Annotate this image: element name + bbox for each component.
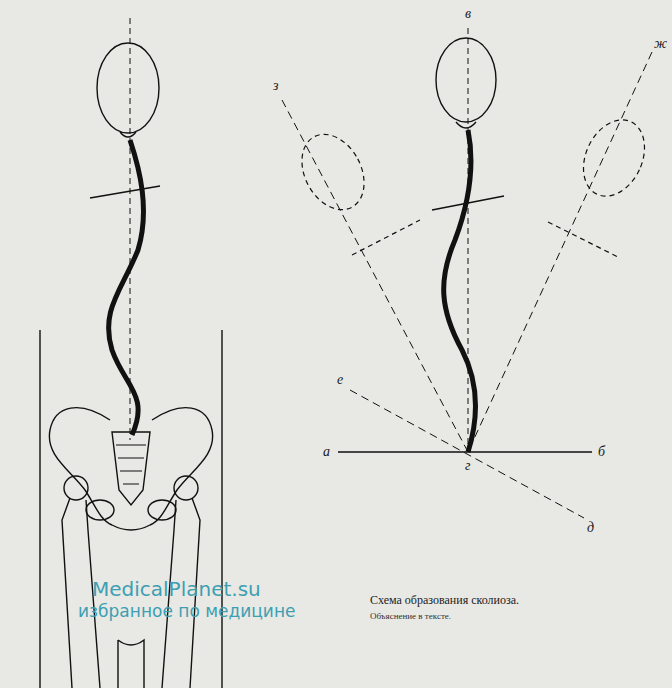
body-outline [221, 330, 222, 688]
displaced-head [289, 124, 376, 221]
obturator [86, 500, 114, 520]
point-letter: е [336, 372, 344, 387]
shoulder-tick [548, 222, 620, 258]
figure-caption: Схема образования сколиоза. [370, 594, 519, 607]
displaced-head [572, 110, 657, 206]
body-outline [118, 640, 144, 688]
spine-curve [109, 140, 144, 435]
shoulder-tick [90, 186, 160, 198]
iliac-wing [49, 408, 112, 525]
neck [120, 132, 136, 137]
point-letter: г [464, 458, 471, 473]
point-letter: д [586, 520, 595, 535]
body-outline [39, 330, 40, 688]
obturator [148, 500, 176, 520]
sacrum-segments [116, 445, 146, 484]
pubis [112, 525, 150, 530]
head-outline [436, 38, 496, 122]
axis-line [350, 390, 584, 518]
iliac-wing [150, 408, 213, 525]
point-letter: ж [653, 36, 668, 51]
point-letter: з [272, 78, 279, 93]
axis-line [130, 18, 131, 440]
neck [456, 122, 476, 128]
femoral-head [64, 476, 88, 500]
caption-note: Объяснение в тексте. [370, 612, 451, 622]
point-letter: б [597, 444, 606, 459]
axis-line [282, 100, 468, 452]
head-outline [97, 43, 159, 133]
axis-line [468, 28, 469, 452]
femoral-head [174, 476, 198, 500]
sacrum [112, 432, 150, 505]
spine-curve [444, 130, 476, 452]
shoulder-tick [352, 220, 420, 255]
watermark: MedicalPlanet.su [92, 578, 261, 600]
point-letter: а [322, 444, 331, 459]
axis-line [468, 52, 652, 452]
point-letter: в [464, 6, 472, 21]
watermark: избранное по медицине [78, 602, 295, 621]
